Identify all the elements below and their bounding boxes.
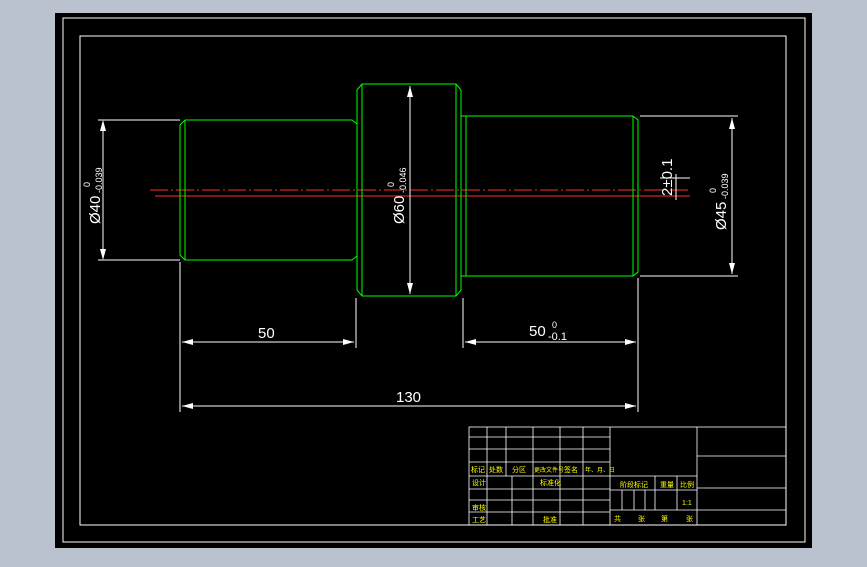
dim-left-length: 50 [258,325,275,342]
title-block-labels: 标记 处数 分区 更改文件号 签名 年、月、日 设计 标准化 审核 工艺 批准 … [471,465,694,524]
svg-text:标记: 标记 [471,465,485,474]
svg-text:第: 第 [661,514,668,523]
svg-text:-0.039: -0.039 [94,167,104,193]
svg-text:批准: 批准 [543,515,557,524]
svg-text:-0.1: -0.1 [548,331,567,343]
svg-text:0: 0 [708,188,718,193]
svg-text:50: 50 [529,323,546,340]
shaft-left-section [179,119,358,261]
drawing-area [55,13,812,548]
dim-total-length: 130 [396,389,421,406]
svg-text:更改文件号: 更改文件号 [534,466,564,474]
shaft-right-section [461,115,639,277]
svg-text:张: 张 [686,514,693,523]
svg-text:签名: 签名 [564,465,578,474]
svg-text:2±0.1: 2±0.1 [659,159,676,196]
svg-text:Ø40: Ø40 [87,196,104,224]
svg-text:Ø45: Ø45 [713,202,730,230]
sheet-border [62,17,806,543]
svg-text:1:1: 1:1 [682,500,692,507]
svg-text:Ø60: Ø60 [391,196,408,224]
title-block [468,426,787,526]
svg-text:标准化: 标准化 [540,478,561,487]
dim-right-diameter: Ø45 0 -0.039 [708,173,730,230]
svg-text:处数: 处数 [489,465,503,474]
svg-text:阶段标记: 阶段标记 [620,480,648,489]
dim-middle-diameter: Ø60 0 -0.046 [386,167,408,224]
svg-text:比例: 比例 [680,480,694,489]
svg-text:工艺: 工艺 [472,516,486,524]
svg-text:设计: 设计 [472,478,486,487]
svg-text:重量: 重量 [660,481,674,489]
svg-text:0: 0 [82,182,92,187]
svg-text:0: 0 [386,182,396,187]
dimension-arrows [100,86,735,409]
shaft-middle-collar [356,83,462,297]
svg-text:审核: 审核 [472,503,486,512]
svg-text:-0.039: -0.039 [720,173,730,199]
dimension-lines [98,86,738,412]
svg-text:年、月、日: 年、月、日 [585,466,615,474]
dimension-texts: Ø40 0 -0.039 Ø60 0 -0.046 Ø45 0 -0.039 2… [82,159,730,406]
dim-left-diameter: Ø40 0 -0.039 [82,167,104,224]
svg-text:分区: 分区 [512,465,526,474]
drawing-frame [79,35,787,526]
dim-offset: 2±0.1 [659,159,676,196]
dim-right-length: 50 0 -0.1 [529,320,567,343]
svg-text:张: 张 [638,514,645,523]
svg-text:0: 0 [552,320,557,330]
shaft-outline [179,83,639,297]
svg-text:-0.046: -0.046 [398,167,408,193]
svg-text:共: 共 [614,514,621,523]
